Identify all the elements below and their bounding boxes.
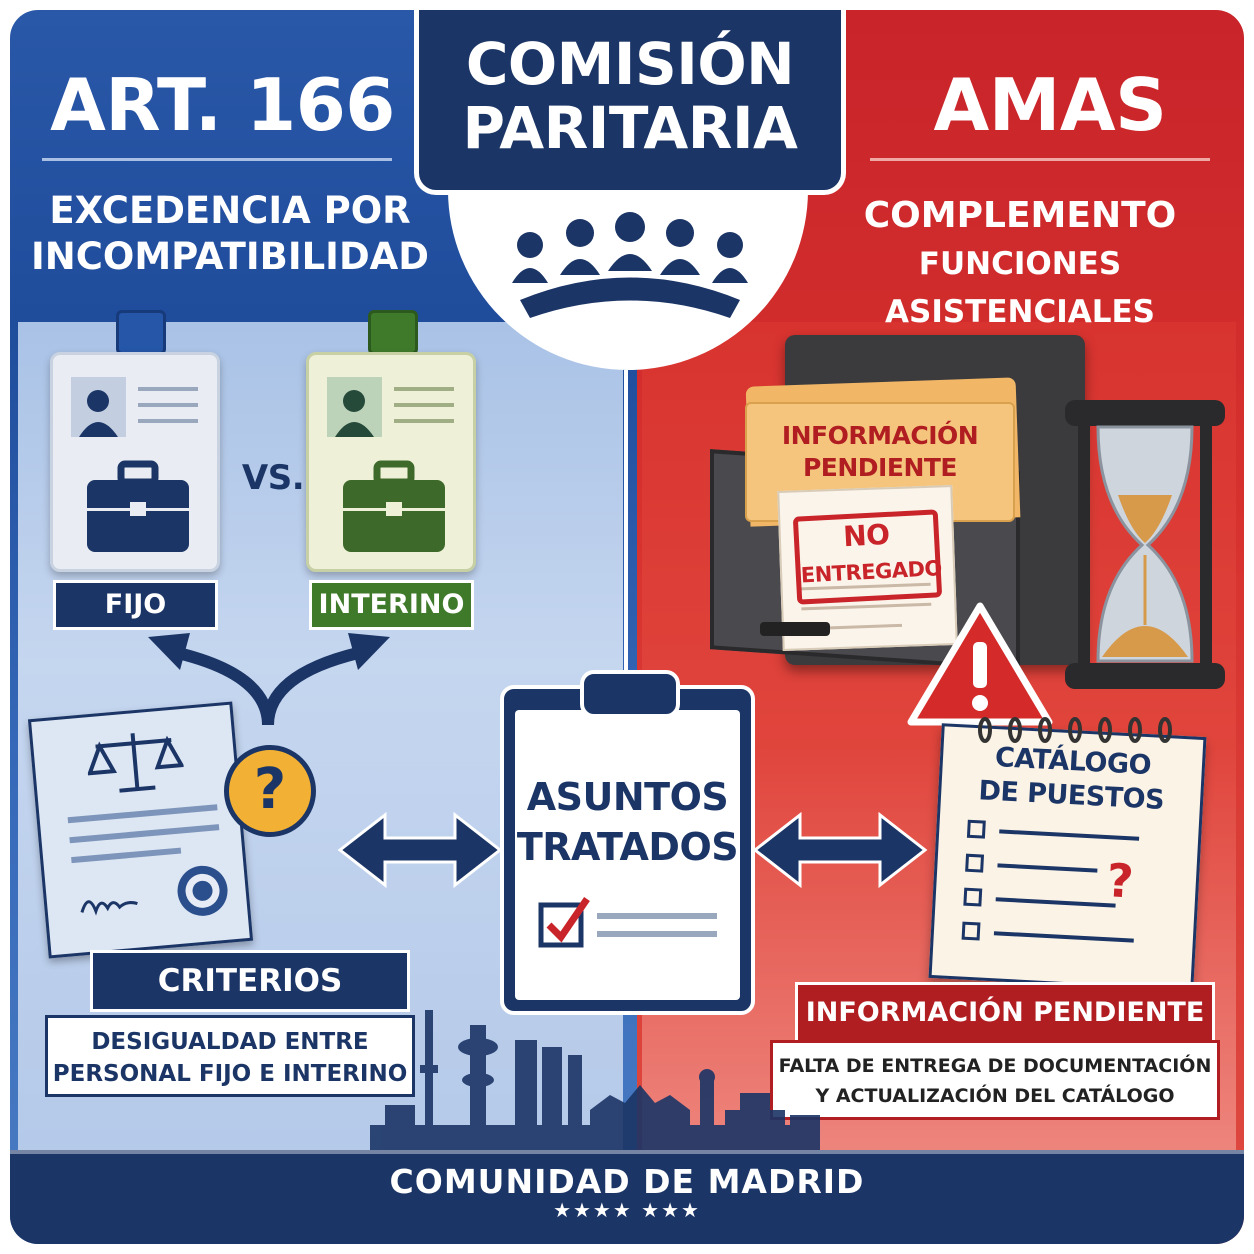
notebook-icon: CATÁLOGO DE PUESTOS ? <box>928 723 1207 992</box>
folder-line1: INFORMACIÓN <box>781 421 979 450</box>
briefcase-icon <box>87 460 189 552</box>
card2-label: INTERINO <box>309 580 474 630</box>
clipboard-title: ASUNTOS TRATADOS <box>515 772 740 872</box>
footer-text: COMUNIDAD DE MADRID <box>389 1162 865 1201</box>
footer-stars-icon: ★★★★ ★★★ <box>553 1198 701 1222</box>
briefcase-icon <box>343 460 445 552</box>
right-subtitle-line1: COMPLEMENTO <box>863 195 1177 236</box>
double-arrow-left-icon <box>337 811 503 889</box>
id-card-interino <box>306 352 476 572</box>
folder-label: INFORMACIÓN PENDIENTE <box>755 420 1005 484</box>
question-icon: ? <box>224 745 316 837</box>
stamp-line2: ENTREGADO <box>800 556 943 588</box>
left-subtitle: EXCEDENCIA POR INCOMPATIBILIDAD <box>30 188 430 280</box>
criteria-text: DESIGUALDAD ENTRE PERSONAL FIJO E INTERI… <box>45 1015 415 1097</box>
infographic-frame: ART. 166 EXCEDENCIA POR INCOMPATIBILIDAD… <box>10 10 1244 1244</box>
arrow-split-icon <box>148 633 390 726</box>
vs-label: VS. <box>241 458 305 498</box>
left-title-rule <box>42 158 392 161</box>
notebook-title: CATÁLOGO DE PUESTOS <box>950 739 1193 819</box>
pending-line1: FALTA DE ENTREGA DE DOCUMENTACIÓN <box>778 1055 1212 1077</box>
center-title-line2: PARITARIA <box>462 94 798 162</box>
right-title-rule <box>870 158 1210 161</box>
skyline-icon <box>370 1010 820 1155</box>
card2-clip <box>368 310 418 355</box>
folder-line2: PENDIENTE <box>802 453 958 482</box>
double-arrow-right-icon <box>752 811 928 889</box>
notebook-rings <box>978 717 1172 743</box>
footer-bar: COMUNIDAD DE MADRID ★★★★ ★★★ <box>10 1150 1244 1244</box>
pending-line2: Y ACTUALIZACIÓN DEL CATÁLOGO <box>815 1085 1175 1107</box>
warning-icon <box>907 602 1053 726</box>
clipboard-clip <box>580 670 680 718</box>
legal-document <box>27 701 254 959</box>
signature-icon <box>80 900 138 916</box>
clipboard-line2: TRATADOS <box>516 825 739 869</box>
checkbox-icon <box>538 897 717 948</box>
seal-icon <box>177 865 228 916</box>
right-title: AMAS <box>933 63 1167 147</box>
criteria-title: CRITERIOS <box>90 950 410 1012</box>
clipboard-line1: ASUNTOS <box>526 775 729 819</box>
left-title: ART. 166 <box>50 63 395 147</box>
card1-clip <box>116 310 166 355</box>
id-card-fijo <box>50 352 220 572</box>
criteria-line2: PERSONAL FIJO E INTERINO <box>52 1061 408 1087</box>
right-subtitle: COMPLEMENTO FUNCIONES ASISTENCIALES <box>805 192 1235 336</box>
center-title-line1: COMISIÓN <box>465 30 795 98</box>
photo-placeholder-icon <box>71 377 126 437</box>
criteria-line1: DESIGUALDAD ENTRE <box>91 1029 369 1055</box>
scales-icon <box>86 733 185 793</box>
clipboard-paper <box>515 710 740 1000</box>
left-subtitle-line2: INCOMPATIBILIDAD <box>30 235 430 278</box>
center-divider <box>624 370 628 670</box>
pending-title: INFORMACIÓN PENDIENTE <box>795 982 1215 1044</box>
notebook-question-icon: ? <box>1105 853 1135 909</box>
right-subtitle-line2: FUNCIONES ASISTENCIALES <box>885 246 1155 330</box>
hourglass-icon <box>1065 400 1225 689</box>
left-subtitle-line1: EXCEDENCIA POR <box>49 189 411 232</box>
people-group-icon <box>512 212 748 318</box>
drawer-handle <box>760 622 830 636</box>
card1-label: FIJO <box>53 580 218 630</box>
center-title-badge: COMISIÓN PARITARIA <box>414 10 846 195</box>
stamp-not-delivered: NO ENTREGADO <box>792 509 943 605</box>
pending-text: FALTA DE ENTREGA DE DOCUMENTACIÓN Y ACTU… <box>770 1040 1220 1120</box>
photo-placeholder-icon <box>327 377 382 437</box>
